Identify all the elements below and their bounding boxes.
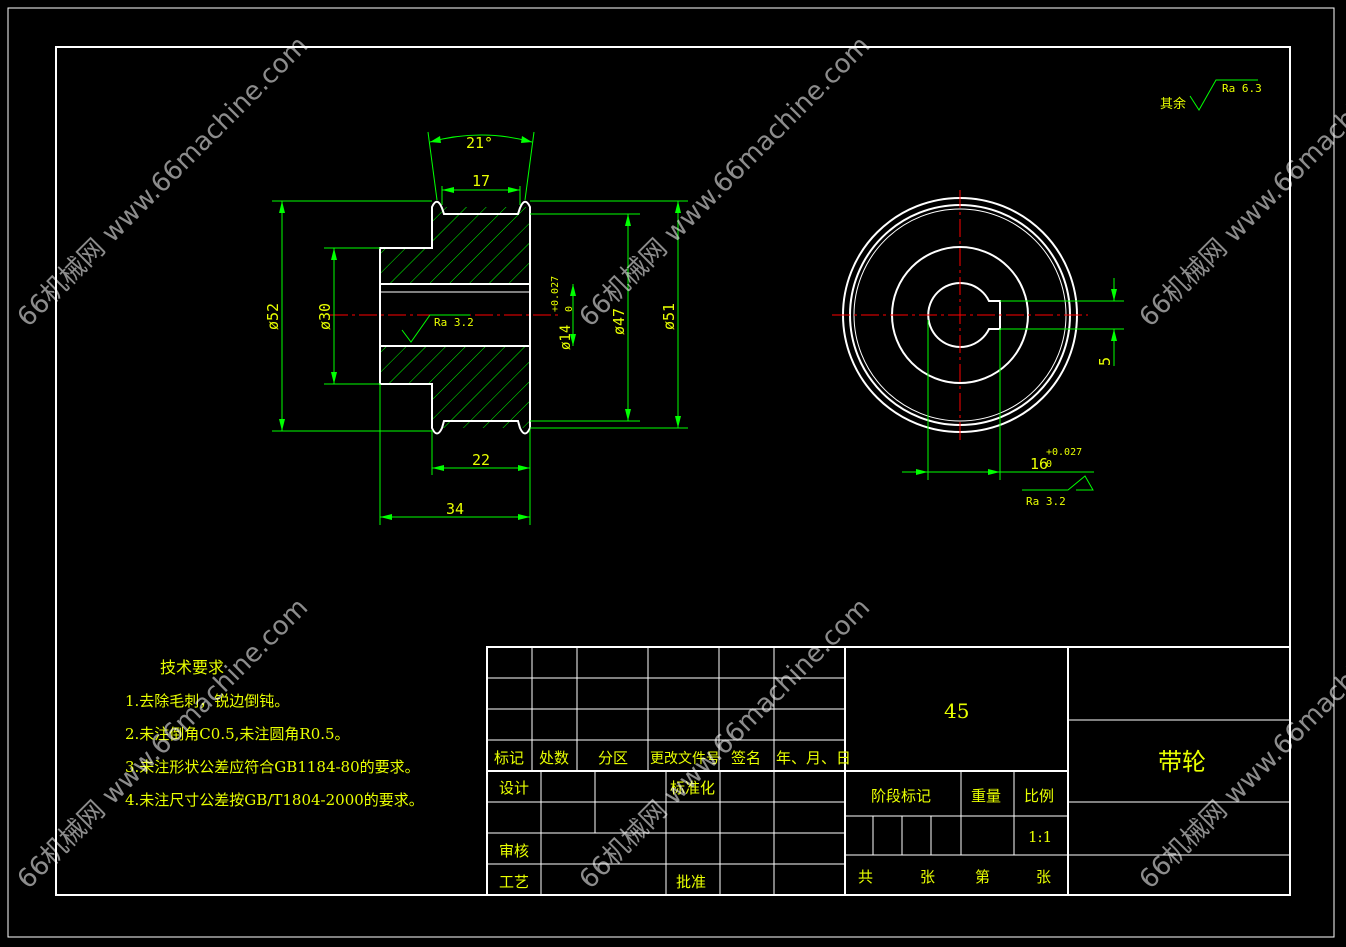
- dim-keyway-tol-upper: +0.027: [1046, 447, 1082, 458]
- watermark: 66机械网 www.66machine.com: [574, 593, 876, 895]
- title-block: [486, 646, 1291, 896]
- scale-label: 比例: [1024, 787, 1054, 805]
- dim-keyway-width: 16: [1030, 455, 1048, 473]
- tech-requirement-item: 2.未注倒角C0.5,未注圆角R0.5。: [125, 725, 350, 743]
- dim-keyway-roughness: Ra 3.2: [1026, 495, 1066, 508]
- watermark: 66机械网 www.66machine.com: [12, 593, 314, 895]
- roughness-note: 其余 Ra 6.3: [1160, 79, 1262, 112]
- scale-value: 1:1: [1028, 828, 1052, 846]
- rev-header: 更改文件号: [650, 751, 720, 767]
- sheets-unit-label: 张: [920, 868, 935, 886]
- stage-mark-label: 阶段标记: [871, 787, 931, 805]
- rev-header: 年、月、日: [776, 749, 851, 767]
- dim-outer-dia-right: ø51: [660, 303, 678, 330]
- tech-requirement-item: 4.未注尺寸公差按GB/T1804-2000的要求。: [125, 791, 424, 809]
- dim-bore-dia: ø14: [558, 325, 574, 350]
- roughness-note-value: Ra 6.3: [1222, 82, 1262, 95]
- watermark: 66机械网 www.66machine.com: [1134, 593, 1346, 895]
- dim-outer-dia-left: ø52: [264, 303, 282, 330]
- tech-requirement-item: 1.去除毛刺，锐边倒钝。: [125, 692, 289, 710]
- bore-roughness-icon: [401, 314, 470, 343]
- dim-hub-width: 22: [472, 451, 490, 469]
- dim-groove-angle: 21°: [466, 134, 493, 152]
- watermark: 66机械网 www.66machine.com: [12, 31, 314, 333]
- dim-total-width: 34: [446, 500, 464, 518]
- dim-keyway-depth: 5: [1096, 357, 1114, 366]
- title-block-text: 45 带轮 标记 处数 分区 更改文件号 签名 年、月、日 设计 标准化 审核 …: [494, 699, 1206, 891]
- approve-label: 批准: [676, 873, 706, 891]
- dim-groove-bottom-dia: ø47: [610, 308, 628, 335]
- section-view: 21° 17 ø52 ø30 ø14 +0.027 0: [264, 131, 688, 525]
- dim-bore-tol-lower: 0: [564, 306, 575, 312]
- bore-with-keyway: [927, 282, 1001, 348]
- part-name: 带轮: [1158, 748, 1206, 776]
- sheet-number-unit: 张: [1036, 868, 1051, 886]
- rev-header: 处数: [539, 749, 569, 767]
- design-label: 设计: [499, 779, 529, 797]
- tech-requirements-title: 技术要求: [160, 658, 224, 677]
- material-value: 45: [944, 699, 969, 723]
- rev-header: 标记: [494, 749, 524, 767]
- total-sheets-label: 共: [858, 868, 873, 886]
- dim-groove-width: 17: [472, 172, 490, 190]
- dim-bore-roughness: Ra 3.2: [434, 316, 474, 329]
- sheet-trim: [7, 7, 1335, 938]
- tech-requirements: 技术要求 1.去除毛刺，锐边倒钝。 2.未注倒角C0.5,未注圆角R0.5。 3…: [125, 658, 424, 809]
- section-hatch-top: [380, 207, 530, 284]
- watermark: 66机械网 www.66machine.com: [574, 31, 876, 333]
- section-hatch-bottom: [380, 346, 530, 428]
- dim-hub-dia: ø30: [316, 303, 334, 330]
- roughness-symbol-icon: [1189, 79, 1258, 111]
- tech-requirement-item: 3.未注形状公差应符合GB1184-80的要求。: [125, 758, 420, 776]
- standardization-label: 标准化: [670, 779, 715, 797]
- rev-header: 分区: [598, 749, 628, 767]
- check-label: 审核: [499, 842, 529, 860]
- weight-label: 重量: [971, 787, 1001, 805]
- sheet-number-label: 第: [975, 868, 990, 886]
- process-label: 工艺: [499, 873, 529, 891]
- front-view: 5 16 +0.027 0 Ra 3.2: [832, 190, 1124, 508]
- watermark: 66机械网 www.66machine.com: [1134, 31, 1346, 333]
- roughness-note-prefix: 其余: [1160, 96, 1186, 112]
- dim-bore-tol-upper: +0.027: [550, 276, 561, 312]
- keyway-roughness-icon: [1022, 475, 1094, 491]
- dim-keyway-tol-lower: 0: [1046, 459, 1052, 470]
- rev-header: 签名: [731, 749, 761, 767]
